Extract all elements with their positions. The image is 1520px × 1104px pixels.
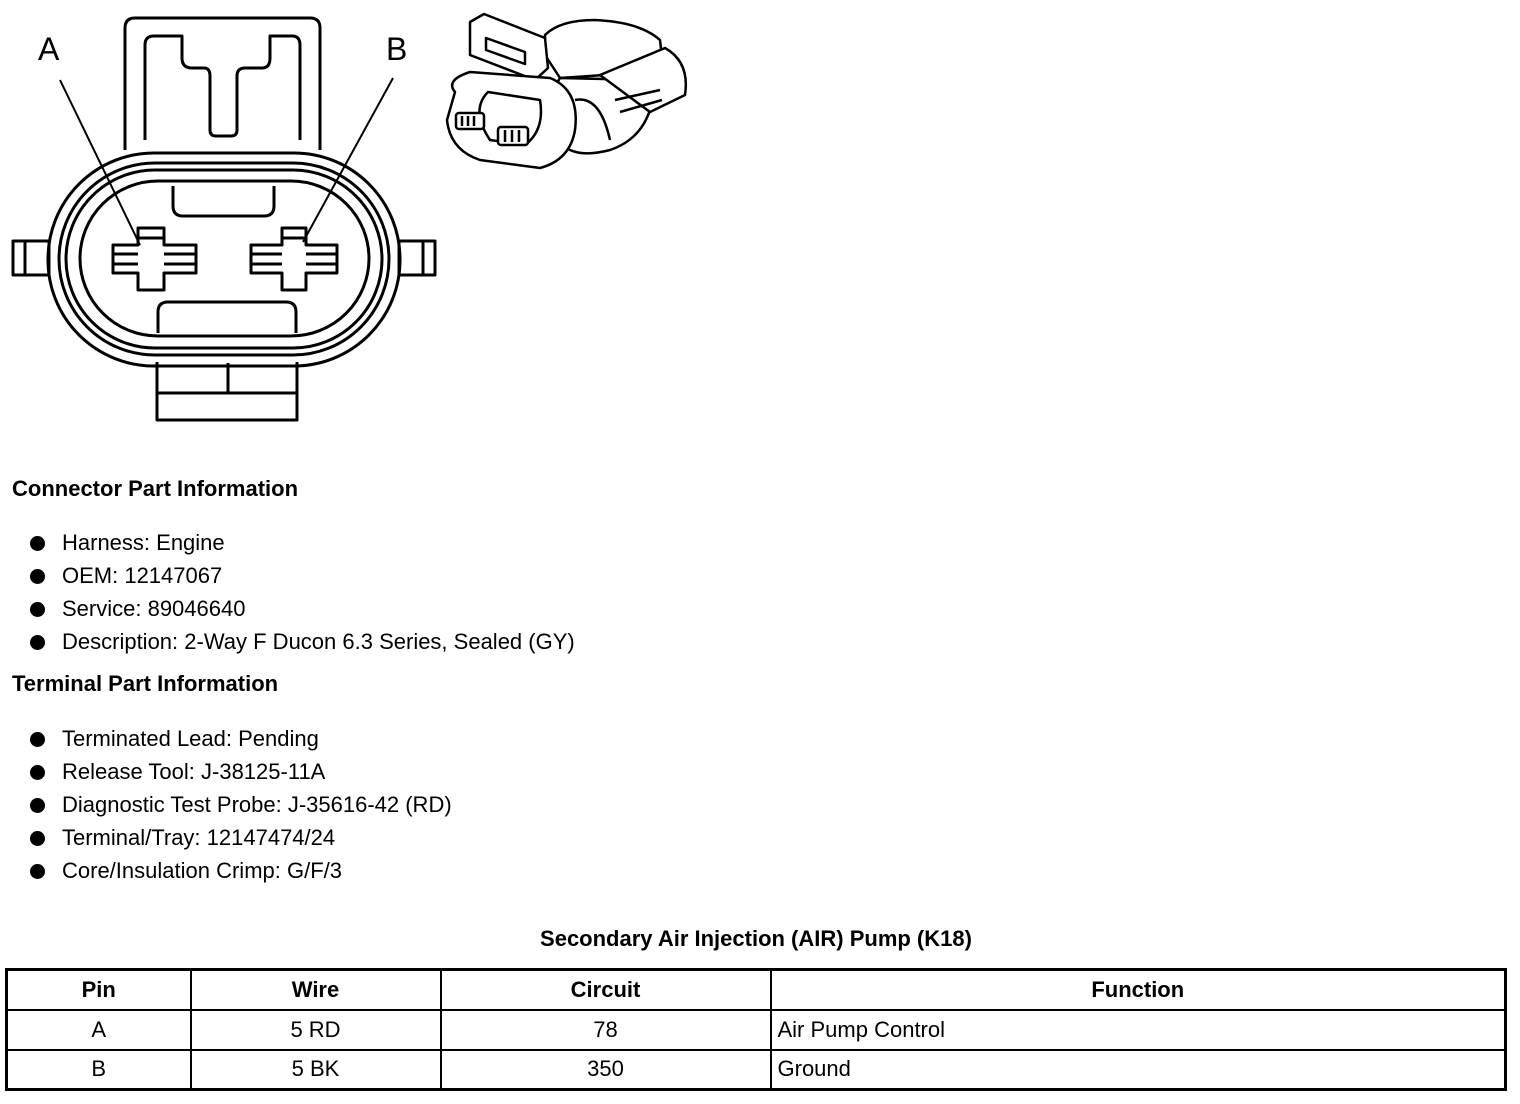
header-wire: Wire: [189, 968, 442, 1011]
cell-function: Air Pump Control: [769, 1008, 1507, 1051]
pin-b-label: B: [386, 31, 407, 67]
bullet-icon: [30, 765, 45, 780]
table-row: A 5 RD 78 Air Pump Control: [5, 1008, 1507, 1051]
bullet-icon: [30, 569, 45, 584]
list-item: Terminal/Tray: 12147474/24: [28, 822, 452, 855]
pin-a-label: A: [38, 31, 60, 67]
cell-circuit: 78: [439, 1008, 772, 1051]
bullet-icon: [30, 798, 45, 813]
pin-b-leader: [302, 77, 394, 243]
list-item: Release Tool: J-38125-11A: [28, 756, 452, 789]
cell-wire: 5 BK: [189, 1048, 442, 1091]
terminal-info-list: Terminated Lead: Pending Release Tool: J…: [28, 723, 452, 888]
table-header-row: Pin Wire Circuit Function: [5, 968, 1507, 1011]
right-latch: [397, 239, 437, 277]
list-item: Harness: Engine: [28, 527, 575, 560]
pin-a-leader: [59, 79, 141, 246]
list-item: Diagnostic Test Probe: J-35616-42 (RD): [28, 789, 452, 822]
list-item: Service: 89046640: [28, 593, 575, 626]
cell-circuit: 350: [439, 1048, 772, 1091]
header-pin: Pin: [5, 968, 192, 1011]
header-circuit: Circuit: [439, 968, 772, 1011]
connector-isometric-illustration: [445, 12, 688, 170]
locking-tab: [123, 16, 322, 150]
list-item: Core/Insulation Crimp: G/F/3: [28, 855, 452, 888]
bullet-icon: [30, 864, 45, 879]
connector-info-title: Connector Part Information: [12, 476, 299, 501]
list-item: Terminated Lead: Pending: [28, 723, 452, 756]
bullet-icon: [30, 602, 45, 617]
terminal-b-cavity: [249, 226, 339, 292]
table-row: B 5 BK 350 Ground: [5, 1048, 1507, 1091]
list-item: OEM: 12147067: [28, 560, 575, 593]
terminal-info-title: Terminal Part Information: [12, 671, 279, 696]
connector-info-list: Harness: Engine OEM: 12147067 Service: 8…: [28, 527, 575, 659]
bullet-icon: [30, 831, 45, 846]
cell-pin: B: [5, 1048, 192, 1091]
bullet-icon: [30, 732, 45, 747]
connector-diagram: A B: [11, 12, 688, 422]
bullet-icon: [30, 536, 45, 551]
bullet-icon: [30, 635, 45, 650]
wire-exit: [155, 362, 299, 422]
left-latch: [11, 239, 51, 277]
cell-pin: A: [5, 1008, 192, 1051]
terminal-a-cavity: [111, 226, 198, 292]
list-item: Description: 2-Way F Ducon 6.3 Series, S…: [28, 626, 575, 659]
header-function: Function: [769, 968, 1507, 1011]
connector-body: [46, 151, 402, 368]
pin-table: Pin Wire Circuit Function A 5 RD 78 Air …: [5, 968, 1507, 1091]
pin-table-title: Secondary Air Injection (AIR) Pump (K18): [540, 926, 972, 951]
cell-function: Ground: [769, 1048, 1507, 1091]
cell-wire: 5 RD: [189, 1008, 442, 1051]
